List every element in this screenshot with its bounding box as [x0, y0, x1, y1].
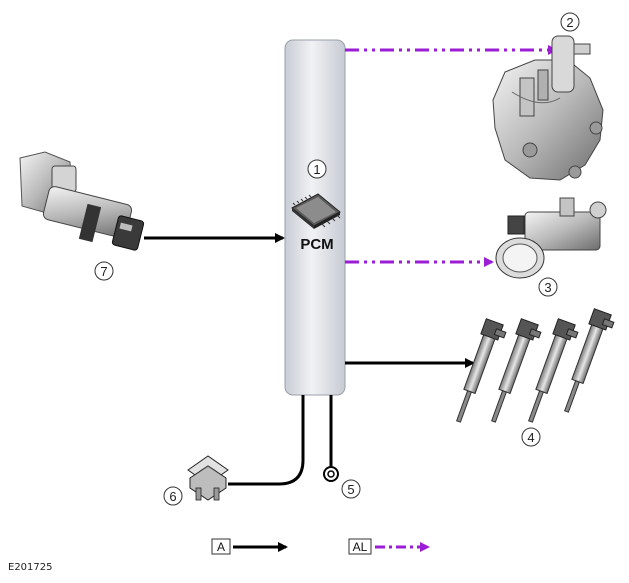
- callout-7-label: 7: [100, 264, 107, 279]
- callout-1-label: 1: [313, 162, 320, 177]
- legend-a-label: A: [217, 540, 225, 554]
- legend: A AL: [211, 538, 430, 555]
- injectors-icon: [456, 308, 615, 423]
- callout-2: 2: [560, 12, 580, 32]
- figure-reference: E201725: [8, 562, 53, 573]
- callout-5-label: 5: [347, 482, 354, 497]
- callout-3-label: 3: [544, 280, 551, 295]
- legend-item-a: A: [211, 538, 288, 555]
- fuel-pump-icon: [492, 35, 604, 181]
- connection-lines: [144, 45, 558, 486]
- fuse-icon: [187, 455, 229, 501]
- pcm-label: PCM: [300, 236, 333, 253]
- callout-2-label: 2: [566, 15, 573, 30]
- pcm-chip-icon: [291, 193, 341, 229]
- pcm-module: PCM: [284, 39, 346, 396]
- callout-4: 4: [521, 427, 541, 447]
- callout-4-label: 4: [527, 430, 534, 445]
- pressure-sensor-icon: [19, 151, 145, 251]
- callout-3: 3: [538, 277, 558, 297]
- callout-6-label: 6: [169, 489, 176, 504]
- legend-al-label: AL: [353, 540, 368, 554]
- callout-7: 7: [94, 261, 114, 281]
- legend-item-al: AL: [348, 538, 430, 555]
- callout-6: 6: [163, 486, 183, 506]
- ground-terminal-icon: [323, 466, 339, 482]
- callout-1: 1: [307, 159, 327, 179]
- solenoid-valve-icon: [495, 197, 607, 279]
- callout-5: 5: [341, 479, 361, 499]
- fuse-wire: [228, 395, 305, 486]
